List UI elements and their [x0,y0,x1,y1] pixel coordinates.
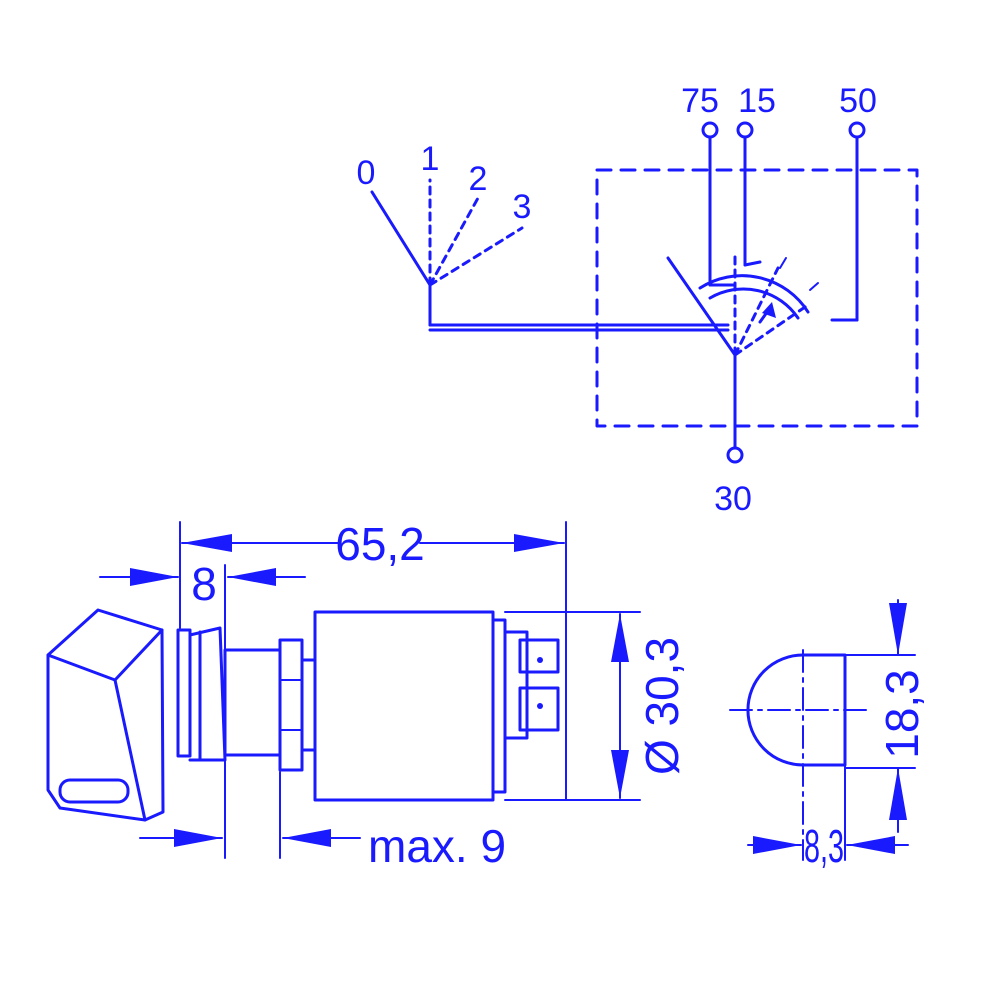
spring-return-arrowhead [762,302,776,318]
dim-arrow-panel-left [174,829,222,847]
terminal-contact-15 [743,260,762,267]
terminal-label-30: 30 [714,480,752,518]
dim-label-cutout-width: 8,3 [804,820,844,872]
panel-cutout-outline [746,653,847,767]
dim-arrow-panel-right [283,829,331,847]
dim-label-panel: max. 9 [368,820,506,872]
side-view: 65,2 8 max. 9 Ø 30,3 [46,518,688,872]
mounting-nut [278,638,304,772]
dim-arrow-height-bottom [889,768,907,820]
dim-arrow-length-left [182,534,232,552]
rotor-position-line-2 [733,266,780,357]
blade-hole-lower [537,703,543,709]
contact-tick-1 [779,257,787,269]
position-label-1: 1 [421,140,440,178]
position-label-0: 0 [357,154,376,192]
rear-cap [491,618,507,794]
front-bezel-plate [176,628,192,758]
mounting-shaft [223,648,282,757]
wiring-schematic: 0 1 2 3 75 15 50 30 [357,82,919,518]
bezel-ring [188,626,227,762]
knob-top-edge [113,628,164,682]
dim-arrow-width-right [847,836,895,854]
terminal-blade-lower [518,686,560,732]
knob-edge [46,653,147,822]
switch-housing-outline [595,168,919,428]
dim-label-length: 65,2 [335,518,425,570]
dim-arrow-width-left [753,836,801,854]
dim-arrow-length-right [514,534,564,552]
position-line-0 [370,190,432,287]
contact-tick-2 [809,282,819,291]
terminal-point-15 [736,121,754,139]
terminal-blade-upper [518,638,560,674]
blade-hole-upper [537,657,543,663]
dim-arrow-offset-right [228,568,276,586]
panel-cutout-view: 18,3 8,3 [729,599,928,872]
position-label-2: 2 [469,160,488,198]
dim-arrow-diameter-bottom [611,750,629,798]
terminal-point-50 [848,121,866,139]
terminal-point-75 [701,121,719,139]
switch-contact-arm [666,256,737,357]
terminal-point-30 [726,446,744,464]
knob-indicator-window [58,778,130,804]
rotor-position-line-3 [733,303,810,357]
dim-label-offset: 8 [191,558,217,610]
dim-label-cutout-height: 18,3 [876,669,928,759]
position-label-3: 3 [513,188,532,226]
dim-arrow-height-top [889,603,907,655]
terminal-label-75: 75 [681,82,719,120]
terminal-block [503,630,529,740]
terminal-label-50: 50 [839,82,877,120]
contact-arc-outer [698,274,810,314]
terminal-label-15: 15 [738,82,776,120]
dim-label-diameter: Ø 30,3 [636,637,688,775]
position-line-3 [428,226,524,287]
contact-arc-inner [708,287,800,320]
switch-body [313,610,495,802]
rotary-knob [46,608,165,822]
dim-arrow-diameter-top [611,614,629,662]
dim-arrow-offset-left [130,568,178,586]
position-line-2 [428,196,480,287]
